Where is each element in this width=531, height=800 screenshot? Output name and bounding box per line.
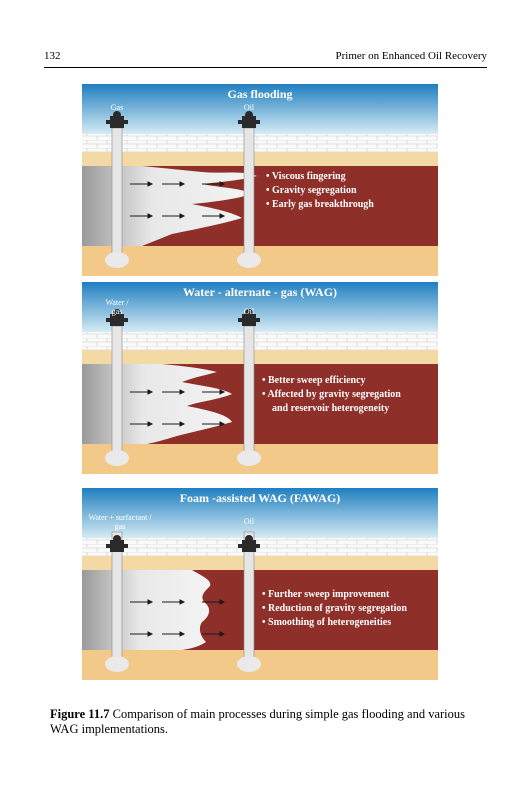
flow-arrows <box>130 181 226 219</box>
injector-label-line-2: gas <box>115 522 126 531</box>
injector-label-line-1: Water / <box>105 298 129 307</box>
fawag-diagram: Foam -assisted WAG (FAWAG) Water + surfa… <box>82 488 438 680</box>
bullet-3: • Smoothing of heterogeneities <box>262 617 391 628</box>
caption-text: Comparison of main processes during simp… <box>50 707 465 736</box>
sky <box>82 282 438 332</box>
wellhead-producer <box>238 111 260 128</box>
wellhead-injector <box>106 309 128 326</box>
page-number: 132 <box>44 50 61 62</box>
flow-arrows <box>130 389 226 427</box>
header-rule <box>44 67 487 68</box>
panel-title: Gas flooding <box>227 87 292 101</box>
injection-well <box>111 325 123 459</box>
bullet-1: • Viscous fingering <box>266 171 346 182</box>
wellhead-injector <box>106 535 128 552</box>
wellhead-producer <box>238 309 260 326</box>
gas-flooding-panel: Gas flooding Gas Oil • Viscous fingering… <box>82 84 438 276</box>
cap-rock <box>82 332 438 350</box>
running-title: Primer on Enhanced Oil Recovery <box>335 50 487 62</box>
bullet-3: • Early gas breakthrough <box>266 199 374 210</box>
sky <box>82 84 438 134</box>
producer-bottom <box>237 656 261 672</box>
gas-fingers <box>82 166 257 246</box>
panel-title: Water - alternate - gas (WAG) <box>183 285 337 299</box>
page-header: 132 Primer on Enhanced Oil Recovery <box>44 50 487 64</box>
production-well <box>243 325 255 459</box>
bullet-1: • Further sweep improvement <box>262 589 390 600</box>
producer-bottom <box>237 450 261 466</box>
bullet-2-cont: and reservoir heterogeneity <box>272 403 389 414</box>
overburden <box>82 350 438 364</box>
figure-label: Figure 11.7 <box>50 707 110 721</box>
figure-caption: Figure 11.7 Comparison of main processes… <box>50 707 482 737</box>
wag-diagram: Water - alternate - gas (WAG) Water / ga… <box>82 282 438 474</box>
injector-label: Gas <box>111 103 123 112</box>
sky <box>82 488 438 538</box>
production-well <box>243 127 255 261</box>
wellhead-producer <box>238 535 260 552</box>
injection-well <box>111 127 123 261</box>
producer-bottom <box>237 252 261 268</box>
bullet-2: • Affected by gravity segregation <box>262 389 401 400</box>
injector-bottom <box>105 656 129 672</box>
injector-bottom <box>105 252 129 268</box>
producer-label: Oil <box>244 307 255 316</box>
bullet-2: • Gravity segregation <box>266 185 357 196</box>
cap-rock <box>82 134 438 152</box>
producer-label: Oil <box>244 517 255 526</box>
foam-front <box>82 570 211 650</box>
producer-label: Oil <box>244 103 255 112</box>
bullet-1: • Better sweep efficiency <box>262 375 366 386</box>
injector-bottom <box>105 450 129 466</box>
wag-panel: Water - alternate - gas (WAG) Water / ga… <box>82 282 438 474</box>
injector-label-line-2: gas <box>112 307 123 316</box>
injector-label-line-1: Water + surfactant / <box>88 513 152 522</box>
flow-arrows <box>130 599 226 637</box>
overburden <box>82 152 438 166</box>
fawag-panel: Foam -assisted WAG (FAWAG) Water + surfa… <box>82 488 438 680</box>
gas-flooding-diagram: Gas flooding Gas Oil • Viscous fingering… <box>82 84 438 276</box>
overburden <box>82 556 438 570</box>
bullet-2: • Reduction of gravity segregation <box>262 603 407 614</box>
panel-title: Foam -assisted WAG (FAWAG) <box>180 491 341 505</box>
wellhead-injector <box>106 111 128 128</box>
